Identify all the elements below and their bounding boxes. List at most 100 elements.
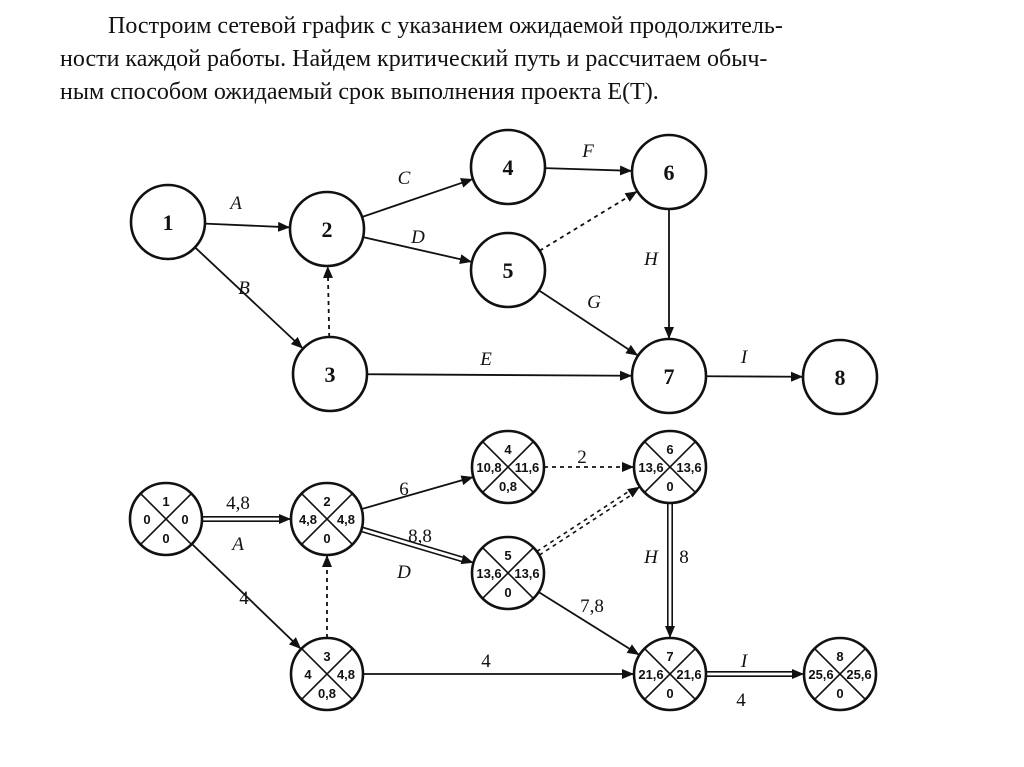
- top-node-1: 1: [129, 183, 207, 261]
- bottom-node-divider: [300, 492, 354, 546]
- bottom-node-right-value: 25,6: [846, 667, 871, 682]
- bottom-node-divider: [300, 647, 354, 701]
- top-edge-3-7: [366, 370, 633, 381]
- bottom-edge-letter-7-8: I: [740, 651, 749, 672]
- top-node-label: 8: [835, 365, 846, 390]
- top-node-label: 2: [322, 217, 333, 242]
- top-node-circle: [469, 128, 547, 206]
- top-edge-label-2-4: C: [398, 168, 411, 189]
- top-node-3: 3: [291, 335, 369, 413]
- top-node-circle: [129, 183, 207, 261]
- bottom-node-right-value: 21,6: [676, 667, 701, 682]
- top-network-graph: A B C D F H G E I 1 2 3 4 5 6 7 8: [129, 128, 879, 416]
- top-node-label: 1: [163, 210, 174, 235]
- bottom-node-bottom-value: 0,8: [318, 686, 336, 701]
- bottom-edge-duration-7-8: 4: [736, 690, 746, 711]
- top-node-2: 2: [288, 190, 366, 268]
- bottom-edge-2-5: [360, 526, 474, 565]
- top-node-7: 7: [630, 337, 708, 415]
- bottom-edge-duration-2-5: 8,8: [408, 526, 432, 547]
- top-edge-label-7-8: I: [740, 347, 749, 368]
- bottom-node-bottom-value: 0: [666, 686, 673, 701]
- bottom-node-top-value: 1: [162, 494, 169, 509]
- bottom-node-top-value: 7: [666, 649, 673, 664]
- bottom-edge-5-7: [538, 591, 640, 656]
- top-edge-5-7: [538, 289, 639, 356]
- top-edge-label-5-7: G: [587, 292, 601, 313]
- bottom-node-bottom-value: 0: [162, 531, 169, 546]
- bottom-node-bottom-value: 0: [836, 686, 843, 701]
- bottom-node-top-value: 6: [666, 442, 673, 457]
- intro-line-1: Построим сетевой график с указанием ожид…: [108, 13, 783, 39]
- bottom-node-divider: [643, 440, 697, 494]
- bottom-edge-duration-1-2: 4,8: [226, 493, 250, 514]
- bottom-node-right-value: 4,8: [337, 512, 355, 527]
- top-edge-1-2: [204, 221, 291, 232]
- top-edge-label-6-7: H: [643, 249, 659, 270]
- top-node-circle: [291, 335, 369, 413]
- bottom-node-right-value: 13,6: [514, 566, 539, 581]
- top-node-6: 6: [630, 133, 708, 211]
- top-node-8: 8: [801, 338, 879, 416]
- bottom-node-bottom-value: 0: [666, 479, 673, 494]
- bottom-node-bottom-value: 0: [504, 585, 511, 600]
- bottom-node-left-value: 4,8: [299, 512, 317, 527]
- bottom-edge-arrowhead: [627, 486, 640, 498]
- top-node-circle: [288, 190, 366, 268]
- bottom-node-right-value: 13,6: [676, 460, 701, 475]
- top-node-label: 4: [503, 155, 514, 180]
- bottom-edge-line: [360, 530, 465, 564]
- bottom-node-left-value: 13,6: [476, 566, 501, 581]
- top-node-circle: [469, 231, 547, 309]
- top-edge-label-1-2: A: [228, 193, 242, 214]
- bottom-edge-arrowhead: [460, 554, 474, 565]
- top-node-circle: [630, 133, 708, 211]
- bottom-node-left-value: 25,6: [808, 667, 833, 682]
- bottom-node-top-value: 4: [504, 442, 512, 457]
- bottom-node-6: 613,6 13,60: [632, 429, 708, 505]
- intro-line-2: ности каждой работы. Найдем критический …: [60, 46, 768, 72]
- top-edge-label-2-5: D: [410, 227, 425, 248]
- bottom-node-right-value: 0: [181, 512, 188, 527]
- bottom-node-right-value: 4,8: [337, 667, 355, 682]
- top-node-4: 4: [469, 128, 547, 206]
- bottom-node-bottom-value: 0: [323, 531, 330, 546]
- bottom-edge-duration-6-7: 8: [679, 547, 689, 568]
- bottom-node-left-value: 13,6: [638, 460, 663, 475]
- bottom-edge-duration-2-4: 6: [399, 479, 409, 500]
- top-edge-3-2: [323, 265, 334, 338]
- bottom-node-divider: [813, 647, 867, 701]
- top-node-5: 5: [469, 231, 547, 309]
- bottom-edge-line: [538, 591, 640, 656]
- top-edge-label-3-7: E: [479, 349, 492, 370]
- bottom-node-left-value: 0: [143, 512, 150, 527]
- top-edge-5-6: [539, 190, 638, 252]
- bottom-node-bottom-value: 0,8: [499, 479, 517, 494]
- bottom-edge-6-7: [665, 503, 675, 638]
- bottom-edge-7-8: [706, 669, 804, 679]
- bottom-edge-line: [191, 543, 302, 650]
- bottom-edge-duration-4-6: 2: [577, 447, 587, 468]
- bottom-edge-letter-2-5: D: [396, 562, 411, 583]
- top-edge-label-4-6: F: [581, 141, 594, 162]
- bottom-node-left-value: 10,8: [476, 460, 501, 475]
- bottom-edge-5-6: [536, 486, 640, 556]
- bottom-node-left-value: 4: [304, 667, 312, 682]
- bottom-edge-line: [361, 526, 466, 559]
- top-node-label: 7: [664, 364, 675, 389]
- top-node-label: 6: [664, 160, 675, 185]
- bottom-node-divider: [643, 647, 697, 701]
- bottom-edge-letter-6-7: H: [643, 547, 659, 568]
- bottom-edge-1-2: [202, 514, 291, 524]
- bottom-node-divider: [481, 440, 535, 494]
- top-edge-1-3: [194, 246, 304, 349]
- bottom-edge-duration-3-7: 4: [481, 651, 491, 672]
- top-edge-label-1-3: B: [238, 278, 250, 299]
